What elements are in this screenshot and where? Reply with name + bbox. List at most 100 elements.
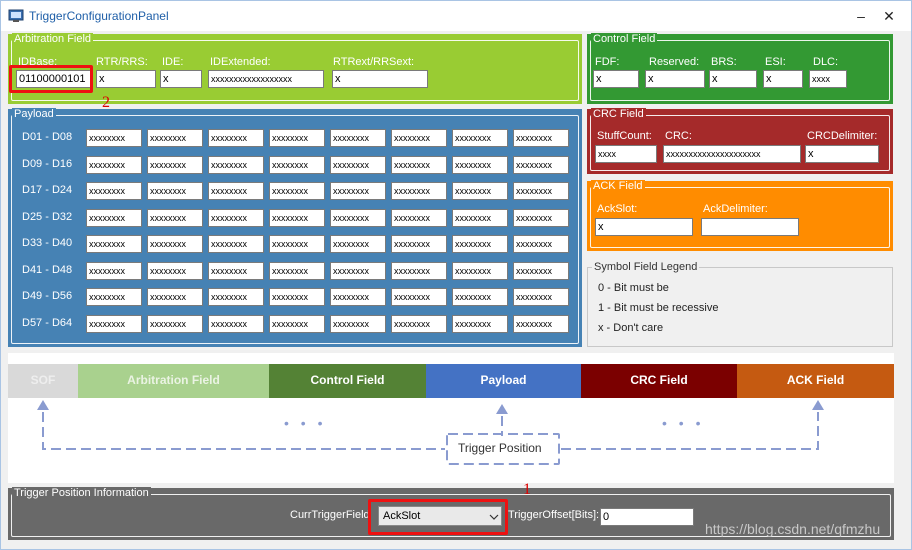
brs-input[interactable]: x (709, 70, 757, 88)
dlc-input[interactable]: xxxx (809, 70, 847, 88)
trigger-offset-input[interactable]: 0 (600, 508, 694, 526)
payload-byte-input[interactable]: xxxxxxxx (147, 288, 203, 306)
payload-byte-input[interactable]: xxxxxxxx (330, 129, 386, 147)
arrow-up-center-icon (496, 404, 508, 414)
payload-byte-input[interactable]: xxxxxxxx (269, 288, 325, 306)
payload-byte-input[interactable]: xxxxxxxx (513, 288, 569, 306)
payload-byte-input[interactable]: xxxxxxxx (452, 262, 508, 280)
ackdelimiter-input[interactable] (701, 218, 799, 236)
payload-byte-input[interactable]: xxxxxxxx (208, 156, 264, 174)
esi-input[interactable]: x (763, 70, 803, 88)
payload-byte-input[interactable]: xxxxxxxx (269, 209, 325, 227)
trigger-offset-label: TriggerOffset[Bits]: (508, 509, 600, 521)
stuffcount-input[interactable]: xxxx (595, 145, 657, 163)
curr-trigger-field-dropdown[interactable]: AckSlot (378, 506, 502, 526)
close-button[interactable]: ✕ (883, 8, 895, 24)
payload-row-label: D17 - D24 (22, 184, 73, 196)
ellipsis-right: • • • (662, 415, 705, 431)
idextended-input[interactable]: xxxxxxxxxxxxxxxxxx (208, 70, 324, 88)
rtr-rrs-input[interactable]: x (96, 70, 156, 88)
symbol-legend-title: Symbol Field Legend (592, 261, 700, 273)
payload-byte-input[interactable]: xxxxxxxx (330, 156, 386, 174)
payload-byte-input[interactable]: xxxxxxxx (208, 182, 264, 200)
payload-byte-input[interactable]: xxxxxxxx (147, 182, 203, 200)
group-title: ACK Field (591, 180, 645, 192)
group-title: Payload (12, 108, 56, 120)
payload-byte-input[interactable]: xxxxxxxx (269, 262, 325, 280)
payload-byte-input[interactable]: xxxxxxxx (86, 156, 142, 174)
payload-byte-input[interactable]: xxxxxxxx (391, 288, 447, 306)
payload-byte-input[interactable]: xxxxxxxx (391, 209, 447, 227)
payload-byte-input[interactable]: xxxxxxxx (452, 182, 508, 200)
payload-byte-input[interactable]: xxxxxxxx (391, 156, 447, 174)
payload-byte-input[interactable]: xxxxxxxx (147, 262, 203, 280)
payload-byte-input[interactable]: xxxxxxxx (269, 156, 325, 174)
payload-byte-input[interactable]: xxxxxxxx (452, 288, 508, 306)
payload-byte-input[interactable]: xxxxxxxx (513, 315, 569, 333)
payload-byte-input[interactable]: xxxxxxxx (208, 288, 264, 306)
payload-byte-input[interactable]: xxxxxxxx (391, 182, 447, 200)
payload-byte-input[interactable]: xxxxxxxx (452, 235, 508, 253)
fdf-input[interactable]: x (593, 70, 639, 88)
payload-byte-input[interactable]: xxxxxxxx (269, 182, 325, 200)
payload-byte-input[interactable]: xxxxxxxx (269, 235, 325, 253)
idbase-input[interactable]: 01100000101 (16, 70, 92, 88)
payload-byte-input[interactable]: xxxxxxxx (452, 129, 508, 147)
payload-byte-input[interactable]: xxxxxxxx (147, 129, 203, 147)
payload-byte-input[interactable]: xxxxxxxx (147, 235, 203, 253)
payload-byte-input[interactable]: xxxxxxxx (86, 182, 142, 200)
crc-input[interactable]: xxxxxxxxxxxxxxxxxxxxx (663, 145, 801, 163)
payload-byte-input[interactable]: xxxxxxxx (86, 209, 142, 227)
payload-byte-input[interactable]: xxxxxxxx (330, 288, 386, 306)
payload-byte-input[interactable]: xxxxxxxx (391, 262, 447, 280)
frame-segment-arbitration-field: Arbitration Field (78, 364, 269, 398)
group-title: CRC Field (591, 108, 646, 120)
payload-byte-input[interactable]: xxxxxxxx (208, 209, 264, 227)
esi-label: ESI: (765, 56, 786, 68)
payload-byte-input[interactable]: xxxxxxxx (452, 315, 508, 333)
rtrext-rrsext-input[interactable]: x (332, 70, 428, 88)
minimize-button[interactable]: – (857, 8, 865, 24)
payload-byte-input[interactable]: xxxxxxxx (208, 315, 264, 333)
payload-byte-input[interactable]: xxxxxxxx (208, 262, 264, 280)
payload-byte-input[interactable]: xxxxxxxx (452, 209, 508, 227)
highlight-box-trigger-field (368, 499, 508, 535)
payload-byte-input[interactable]: xxxxxxxx (86, 288, 142, 306)
payload-byte-input[interactable]: xxxxxxxx (391, 315, 447, 333)
payload-byte-input[interactable]: xxxxxxxx (330, 182, 386, 200)
payload-byte-input[interactable]: xxxxxxxx (269, 129, 325, 147)
ide-input[interactable]: x (160, 70, 202, 88)
payload-byte-input[interactable]: xxxxxxxx (86, 315, 142, 333)
payload-byte-input[interactable]: xxxxxxxx (513, 129, 569, 147)
payload-byte-input[interactable]: xxxxxxxx (86, 262, 142, 280)
crcdelimiter-input[interactable]: x (805, 145, 879, 163)
group-frame (11, 115, 579, 344)
reserved-input[interactable]: x (645, 70, 705, 88)
chevron-down-icon (489, 514, 499, 520)
payload-byte-input[interactable]: xxxxxxxx (147, 156, 203, 174)
payload-byte-input[interactable]: xxxxxxxx (513, 235, 569, 253)
payload-byte-input[interactable]: xxxxxxxx (513, 156, 569, 174)
payload-byte-input[interactable]: xxxxxxxx (513, 209, 569, 227)
payload-byte-input[interactable]: xxxxxxxx (208, 235, 264, 253)
payload-row-label: D49 - D56 (22, 290, 73, 302)
payload-byte-input[interactable]: xxxxxxxx (147, 315, 203, 333)
trigger-position-diagram (37, 400, 824, 465)
trigger-info-group: Trigger Position Information CurrTrigger… (8, 487, 894, 540)
payload-byte-input[interactable]: xxxxxxxx (452, 156, 508, 174)
payload-byte-input[interactable]: xxxxxxxx (208, 129, 264, 147)
payload-row-label: D41 - D48 (22, 264, 73, 276)
payload-byte-input[interactable]: xxxxxxxx (269, 315, 325, 333)
payload-byte-input[interactable]: xxxxxxxx (147, 209, 203, 227)
payload-byte-input[interactable]: xxxxxxxx (513, 182, 569, 200)
payload-byte-input[interactable]: xxxxxxxx (391, 235, 447, 253)
payload-byte-input[interactable]: xxxxxxxx (330, 235, 386, 253)
payload-byte-input[interactable]: xxxxxxxx (330, 315, 386, 333)
payload-byte-input[interactable]: xxxxxxxx (86, 235, 142, 253)
payload-byte-input[interactable]: xxxxxxxx (330, 262, 386, 280)
payload-byte-input[interactable]: xxxxxxxx (513, 262, 569, 280)
payload-byte-input[interactable]: xxxxxxxx (391, 129, 447, 147)
payload-byte-input[interactable]: xxxxxxxx (330, 209, 386, 227)
payload-byte-input[interactable]: xxxxxxxx (86, 129, 142, 147)
ackslot-input[interactable]: x (595, 218, 693, 236)
